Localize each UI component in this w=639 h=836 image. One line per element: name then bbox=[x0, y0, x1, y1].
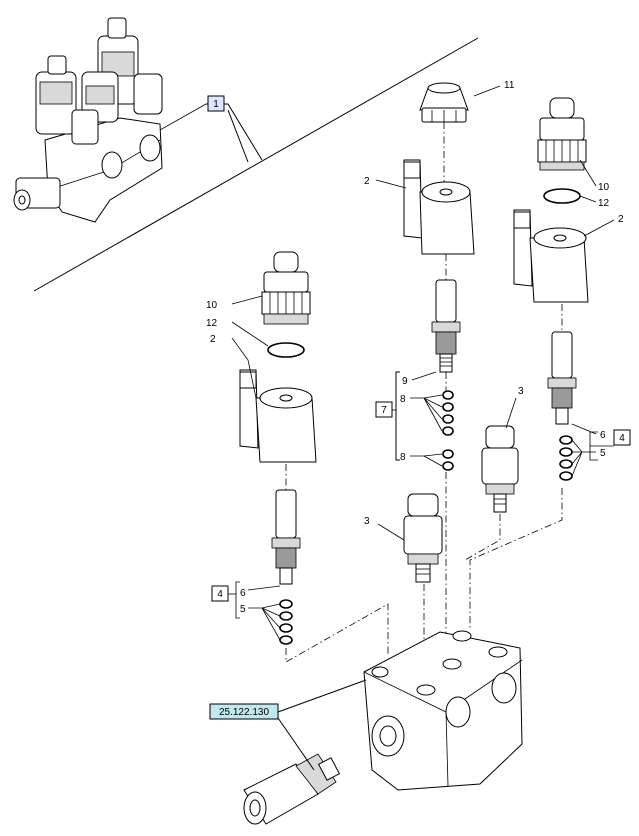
inset-solenoid-4 bbox=[71, 73, 163, 145]
callout-12-right: 12 bbox=[598, 198, 610, 209]
leader-11 bbox=[473, 85, 501, 97]
callout-numbers: 11 2 10 12 2 10 12 2 9 8 8 3 3 6 5 6 5 bbox=[206, 80, 624, 615]
fitting-assembly bbox=[243, 753, 341, 825]
inset-solenoid-1 bbox=[35, 55, 77, 135]
axis-sensor-right bbox=[464, 514, 501, 561]
block-port-side-inner bbox=[379, 725, 397, 747]
ref-box-7[interactable]: 7 bbox=[375, 401, 393, 418]
callout-3-right: 3 bbox=[518, 386, 524, 397]
orings-8-lower bbox=[442, 449, 454, 471]
callout-10-left: 10 bbox=[206, 300, 218, 311]
part-2-coil-center bbox=[403, 159, 475, 255]
callout-5-right: 5 bbox=[600, 448, 606, 459]
leader-8-upper bbox=[410, 394, 443, 432]
callout-6-left: 6 bbox=[240, 588, 246, 599]
leader-box-1 bbox=[206, 103, 263, 161]
leader-9 bbox=[411, 371, 437, 381]
bracket-7 bbox=[395, 371, 400, 461]
callout-5-left: 5 bbox=[240, 604, 246, 615]
sensor-3-left bbox=[403, 493, 443, 583]
part-11-cap bbox=[419, 82, 469, 123]
cartridge-left bbox=[271, 489, 301, 585]
valve-block-vertical-edge bbox=[445, 711, 449, 787]
leader-2-left bbox=[231, 337, 257, 399]
callout-3-left: 3 bbox=[364, 516, 370, 527]
oring-12-left bbox=[267, 342, 305, 358]
callout-10-right: 10 bbox=[598, 182, 610, 193]
leader-5-left bbox=[248, 603, 281, 641]
inset-assembly: 1 bbox=[13, 17, 479, 292]
valve-block bbox=[363, 630, 523, 791]
right-stack: 4 bbox=[469, 97, 631, 630]
cartridge-center bbox=[431, 279, 461, 373]
orings-5-left bbox=[279, 599, 293, 645]
block-hole-2 bbox=[416, 684, 436, 696]
block-hole-5 bbox=[488, 646, 508, 658]
axis-right-to-block bbox=[469, 488, 563, 630]
callout-2-left: 2 bbox=[210, 334, 216, 345]
callout-8-upper: 8 bbox=[400, 394, 406, 405]
inset-port-right bbox=[139, 134, 161, 162]
callout-2-right: 2 bbox=[618, 214, 624, 225]
center-stack: 7 bbox=[375, 82, 475, 660]
part-10-left bbox=[261, 251, 311, 325]
ref-box-1[interactable]: 1 bbox=[207, 95, 225, 112]
inset-stem-hole bbox=[18, 195, 26, 205]
callout-6-right: 6 bbox=[600, 430, 606, 441]
leader-8-lower bbox=[410, 453, 443, 467]
leader-10-right bbox=[579, 159, 597, 187]
ref-box-4-right[interactable]: 4 bbox=[613, 429, 631, 446]
leader-10-left bbox=[231, 295, 263, 305]
ref-box-4-right-label: 4 bbox=[619, 433, 625, 444]
leader-box-1-b bbox=[227, 109, 249, 163]
leader-5-right bbox=[571, 439, 596, 477]
orings-5-right bbox=[559, 435, 573, 481]
oring-12-right bbox=[543, 188, 581, 204]
callout-2-center: 2 bbox=[364, 176, 370, 187]
leader-2-right bbox=[583, 219, 615, 237]
ref-box-7-label: 7 bbox=[381, 405, 387, 416]
leader-ref-block bbox=[277, 679, 367, 713]
axis-left-to-block bbox=[285, 603, 389, 663]
block-port-front-2 bbox=[491, 672, 517, 704]
leader-3-right bbox=[505, 397, 517, 429]
orings-8-upper bbox=[442, 390, 454, 436]
leader-6-right bbox=[571, 423, 597, 435]
ref-box-25-122-130[interactable]: 25.122.130 bbox=[209, 703, 279, 720]
block-port-front-1 bbox=[445, 696, 471, 728]
inset-port-mid bbox=[101, 151, 123, 179]
part-2-coil-right bbox=[513, 209, 589, 303]
block-hole-4 bbox=[452, 630, 472, 642]
leader-12-left bbox=[231, 321, 269, 347]
leader-3-left bbox=[377, 523, 405, 541]
leader-12-right bbox=[579, 195, 597, 203]
left-stack: 4 bbox=[211, 251, 389, 663]
leader-6-left bbox=[247, 585, 281, 591]
ref-box-4-left[interactable]: 4 bbox=[211, 585, 229, 602]
block-hole-3 bbox=[442, 658, 462, 670]
part-10-right bbox=[537, 97, 587, 171]
inset-divider-line bbox=[33, 37, 479, 292]
part-2-coil-left bbox=[239, 369, 317, 463]
ref-box-4-left-label: 4 bbox=[217, 589, 223, 600]
ref-box-25-122-130-label: 25.122.130 bbox=[219, 707, 269, 718]
callout-12-left: 12 bbox=[206, 318, 218, 329]
leader-box-1-c bbox=[159, 103, 207, 131]
sensor-3-right bbox=[481, 425, 519, 513]
callout-8-lower: 8 bbox=[400, 452, 406, 463]
cartridge-right bbox=[547, 331, 577, 425]
leader-ref-fitting bbox=[277, 717, 315, 771]
callout-11: 11 bbox=[504, 80, 515, 91]
callout-9: 9 bbox=[402, 376, 408, 387]
leader-2-center bbox=[375, 179, 407, 189]
ref-box-1-label: 1 bbox=[213, 99, 219, 110]
bracket-4-left bbox=[235, 581, 240, 619]
block-hole-1 bbox=[371, 666, 389, 678]
